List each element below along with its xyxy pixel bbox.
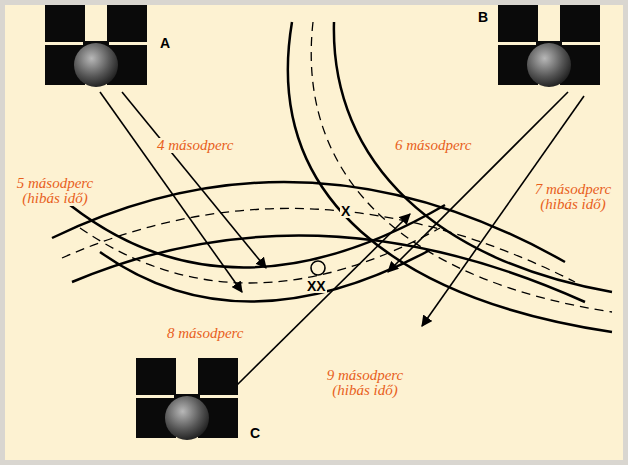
range-band-b [288, 22, 612, 332]
travel-time: 7 másodperc (hibás idő) [526, 182, 620, 212]
satellite-b [498, 5, 600, 87]
travel-time: 8 másodperc [166, 326, 245, 341]
position-mark-label: XX [306, 279, 327, 293]
travel-time: 6 másodperc [394, 138, 473, 153]
travel-time: 5 másodperc (hibás idő) [8, 176, 102, 206]
range-band-a [70, 205, 445, 302]
satellite-letter: C [250, 426, 260, 440]
satellite-c [136, 358, 238, 440]
satellite-letter: B [478, 10, 488, 24]
signal-arrows [100, 92, 584, 386]
position-mark [311, 261, 325, 275]
satellite-a [45, 5, 147, 87]
travel-time: 9 másodperc (hibás idő) [318, 368, 412, 398]
position-mark-label: X [340, 204, 351, 218]
satellite-letter: A [160, 36, 170, 50]
travel-time: 4 másodperc [156, 138, 235, 153]
range-band-c [52, 182, 585, 302]
